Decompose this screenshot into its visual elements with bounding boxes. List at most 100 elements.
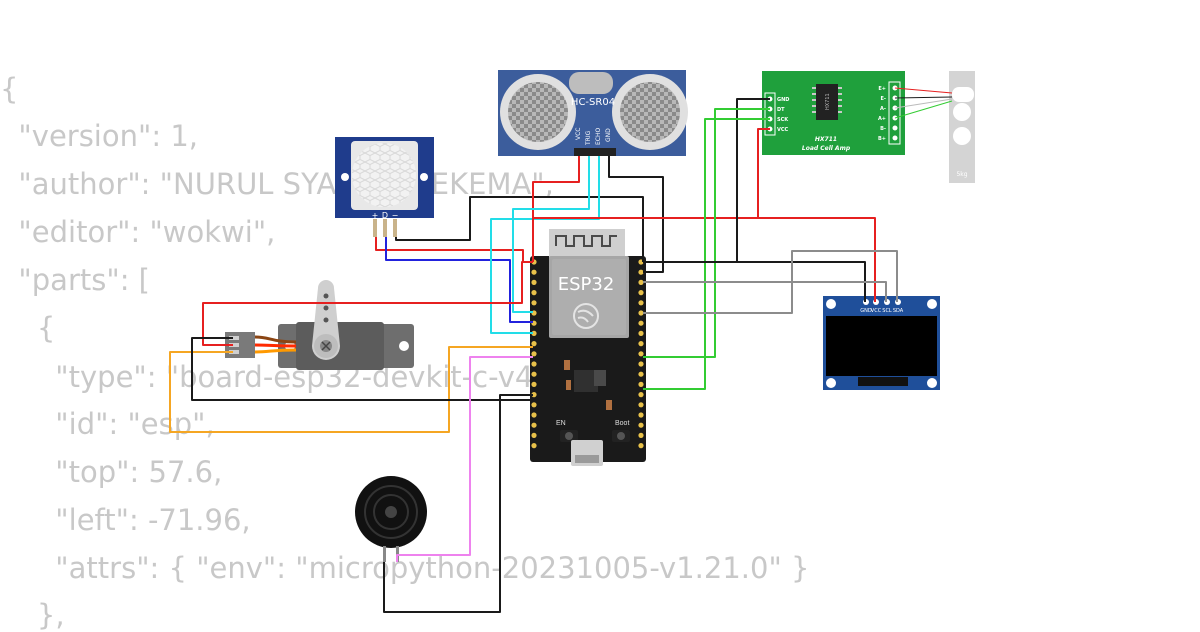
header-pin	[531, 279, 537, 285]
wire-loadcell-black	[894, 96, 953, 99]
wire-hx711-vcc	[757, 128, 770, 218]
header-pin	[638, 341, 644, 347]
json-line: {	[0, 72, 19, 106]
hx711-pin-sck: SCK	[777, 117, 789, 123]
oled-pin-sda: SDA	[893, 308, 904, 314]
hc-sr04-pin-echo: ECHO	[595, 128, 602, 145]
wire-loadcell-green	[894, 100, 953, 119]
esp32-devkit-board[interactable]: ESP32 EN Boot	[530, 229, 646, 466]
header-pin	[638, 443, 644, 449]
hx711-title: HX711	[815, 136, 837, 143]
piezo-buzzer[interactable]	[355, 476, 427, 562]
header-pin	[531, 443, 537, 449]
wire-servo-vcc	[202, 261, 533, 346]
hx711-pin-eplus: E+	[878, 86, 886, 92]
header-pin	[638, 310, 644, 316]
ssd1306-oled-display[interactable]: GND VCC SCL SDA	[823, 296, 940, 390]
hx711-pin-aminus: A-	[880, 106, 886, 112]
hx711-pin-dt: DT	[777, 107, 785, 113]
hc-sr04-pin-trig: TRIG	[585, 130, 592, 146]
wire-pir-data	[385, 237, 533, 323]
wire-servo-signal	[169, 346, 533, 433]
pir-pin-vcc: +	[372, 211, 379, 220]
header-pin	[638, 269, 644, 275]
en-button-label: EN	[556, 420, 566, 427]
header-pin	[531, 381, 537, 387]
header-pin	[531, 412, 537, 418]
hc-sr04-label: HC-SR04	[571, 97, 615, 108]
wiring	[169, 87, 953, 613]
json-line: },	[0, 598, 65, 632]
hx711-pin-gnd: GND	[777, 97, 789, 103]
header-pin	[638, 351, 644, 357]
hx711-pin-bminus: B-	[880, 126, 886, 132]
header-pin	[638, 330, 644, 336]
json-line: "attrs": { "env": "micropython-20231005-…	[0, 551, 810, 585]
header-pin	[638, 290, 644, 296]
header-pin	[531, 422, 537, 428]
header-pin	[638, 412, 644, 418]
hx711-load-cell-amp[interactable]: HX711 HX711 Load Cell Amp GND DT SCK VCC…	[762, 71, 905, 155]
wire-hcsr04-trig	[512, 156, 590, 313]
header-pin	[531, 290, 537, 296]
json-line: "editor": "wokwi",	[0, 215, 276, 249]
header-pin	[531, 371, 537, 377]
load-cell-label: 5kg	[956, 171, 967, 178]
wire-buzzer-gnd	[383, 394, 533, 613]
header-pin	[638, 381, 644, 387]
header-pin	[638, 402, 644, 408]
wire-loadcell-red	[894, 87, 953, 94]
json-line: "parts": [	[0, 263, 150, 297]
esp32-right-header-pins	[638, 259, 644, 449]
header-pin	[531, 300, 537, 306]
servo-motor[interactable]	[225, 280, 414, 370]
pir-pin-gnd: −	[392, 211, 399, 220]
header-pin	[531, 351, 537, 357]
wire-hcsr04-gnd	[608, 156, 664, 273]
hx711-chip-label: HX711	[825, 93, 831, 110]
wire-hx711-dt	[643, 108, 770, 358]
espressif-logo-icon	[573, 303, 599, 329]
json-line: "top": 57.6,	[0, 455, 223, 489]
header-pin	[531, 402, 537, 408]
header-pin	[531, 269, 537, 275]
json-line: "id": "esp",	[0, 407, 215, 441]
header-pin	[638, 422, 644, 428]
wire-oled-sda	[643, 250, 898, 314]
header-pin	[638, 300, 644, 306]
hx711-pin-aplus: A+	[878, 116, 886, 122]
wire-oled-gnd	[643, 261, 866, 302]
wire-buzzer-signal	[396, 356, 533, 562]
hx711-pin-bplus: B+	[878, 136, 886, 142]
header-pin	[638, 371, 644, 377]
header-pin	[638, 392, 644, 398]
header-pin	[531, 361, 537, 367]
oled-pin-vcc: VCC	[871, 308, 882, 314]
wire-oled-scl	[643, 281, 887, 302]
header-pin	[638, 279, 644, 285]
hx711-subtitle: Load Cell Amp	[802, 145, 851, 152]
header-pin	[638, 361, 644, 367]
oled-pin-scl: SCL	[882, 308, 892, 314]
esp32-label: ESP32	[558, 274, 615, 295]
wire-hcsr04-echo	[490, 156, 600, 334]
header-pin	[638, 320, 644, 326]
wire-hx711-sck	[643, 118, 770, 390]
oled-pin-gnd: GND	[860, 308, 872, 314]
load-cell[interactable]: 5kg	[949, 71, 975, 183]
hc-sr04-pin-vcc: VCC	[575, 128, 582, 140]
hc-sr04-pin-gnd: GND	[605, 128, 612, 142]
hx711-pin-eminus: E-	[881, 96, 887, 102]
boot-button-label: Boot	[615, 420, 629, 427]
wire-servo-gnd	[191, 337, 533, 401]
header-pin	[531, 341, 537, 347]
header-pin	[638, 432, 644, 438]
hc-sr04-ultrasonic-sensor[interactable]: HC-SR04 VCC TRIG ECHO GND	[498, 70, 688, 156]
pir-pin-data: D	[382, 211, 388, 220]
pir-motion-sensor[interactable]: + D −	[335, 137, 434, 237]
wire-loadcell-white	[894, 98, 953, 109]
json-line: "left": -71.96,	[0, 503, 251, 537]
json-line: {	[0, 311, 56, 345]
